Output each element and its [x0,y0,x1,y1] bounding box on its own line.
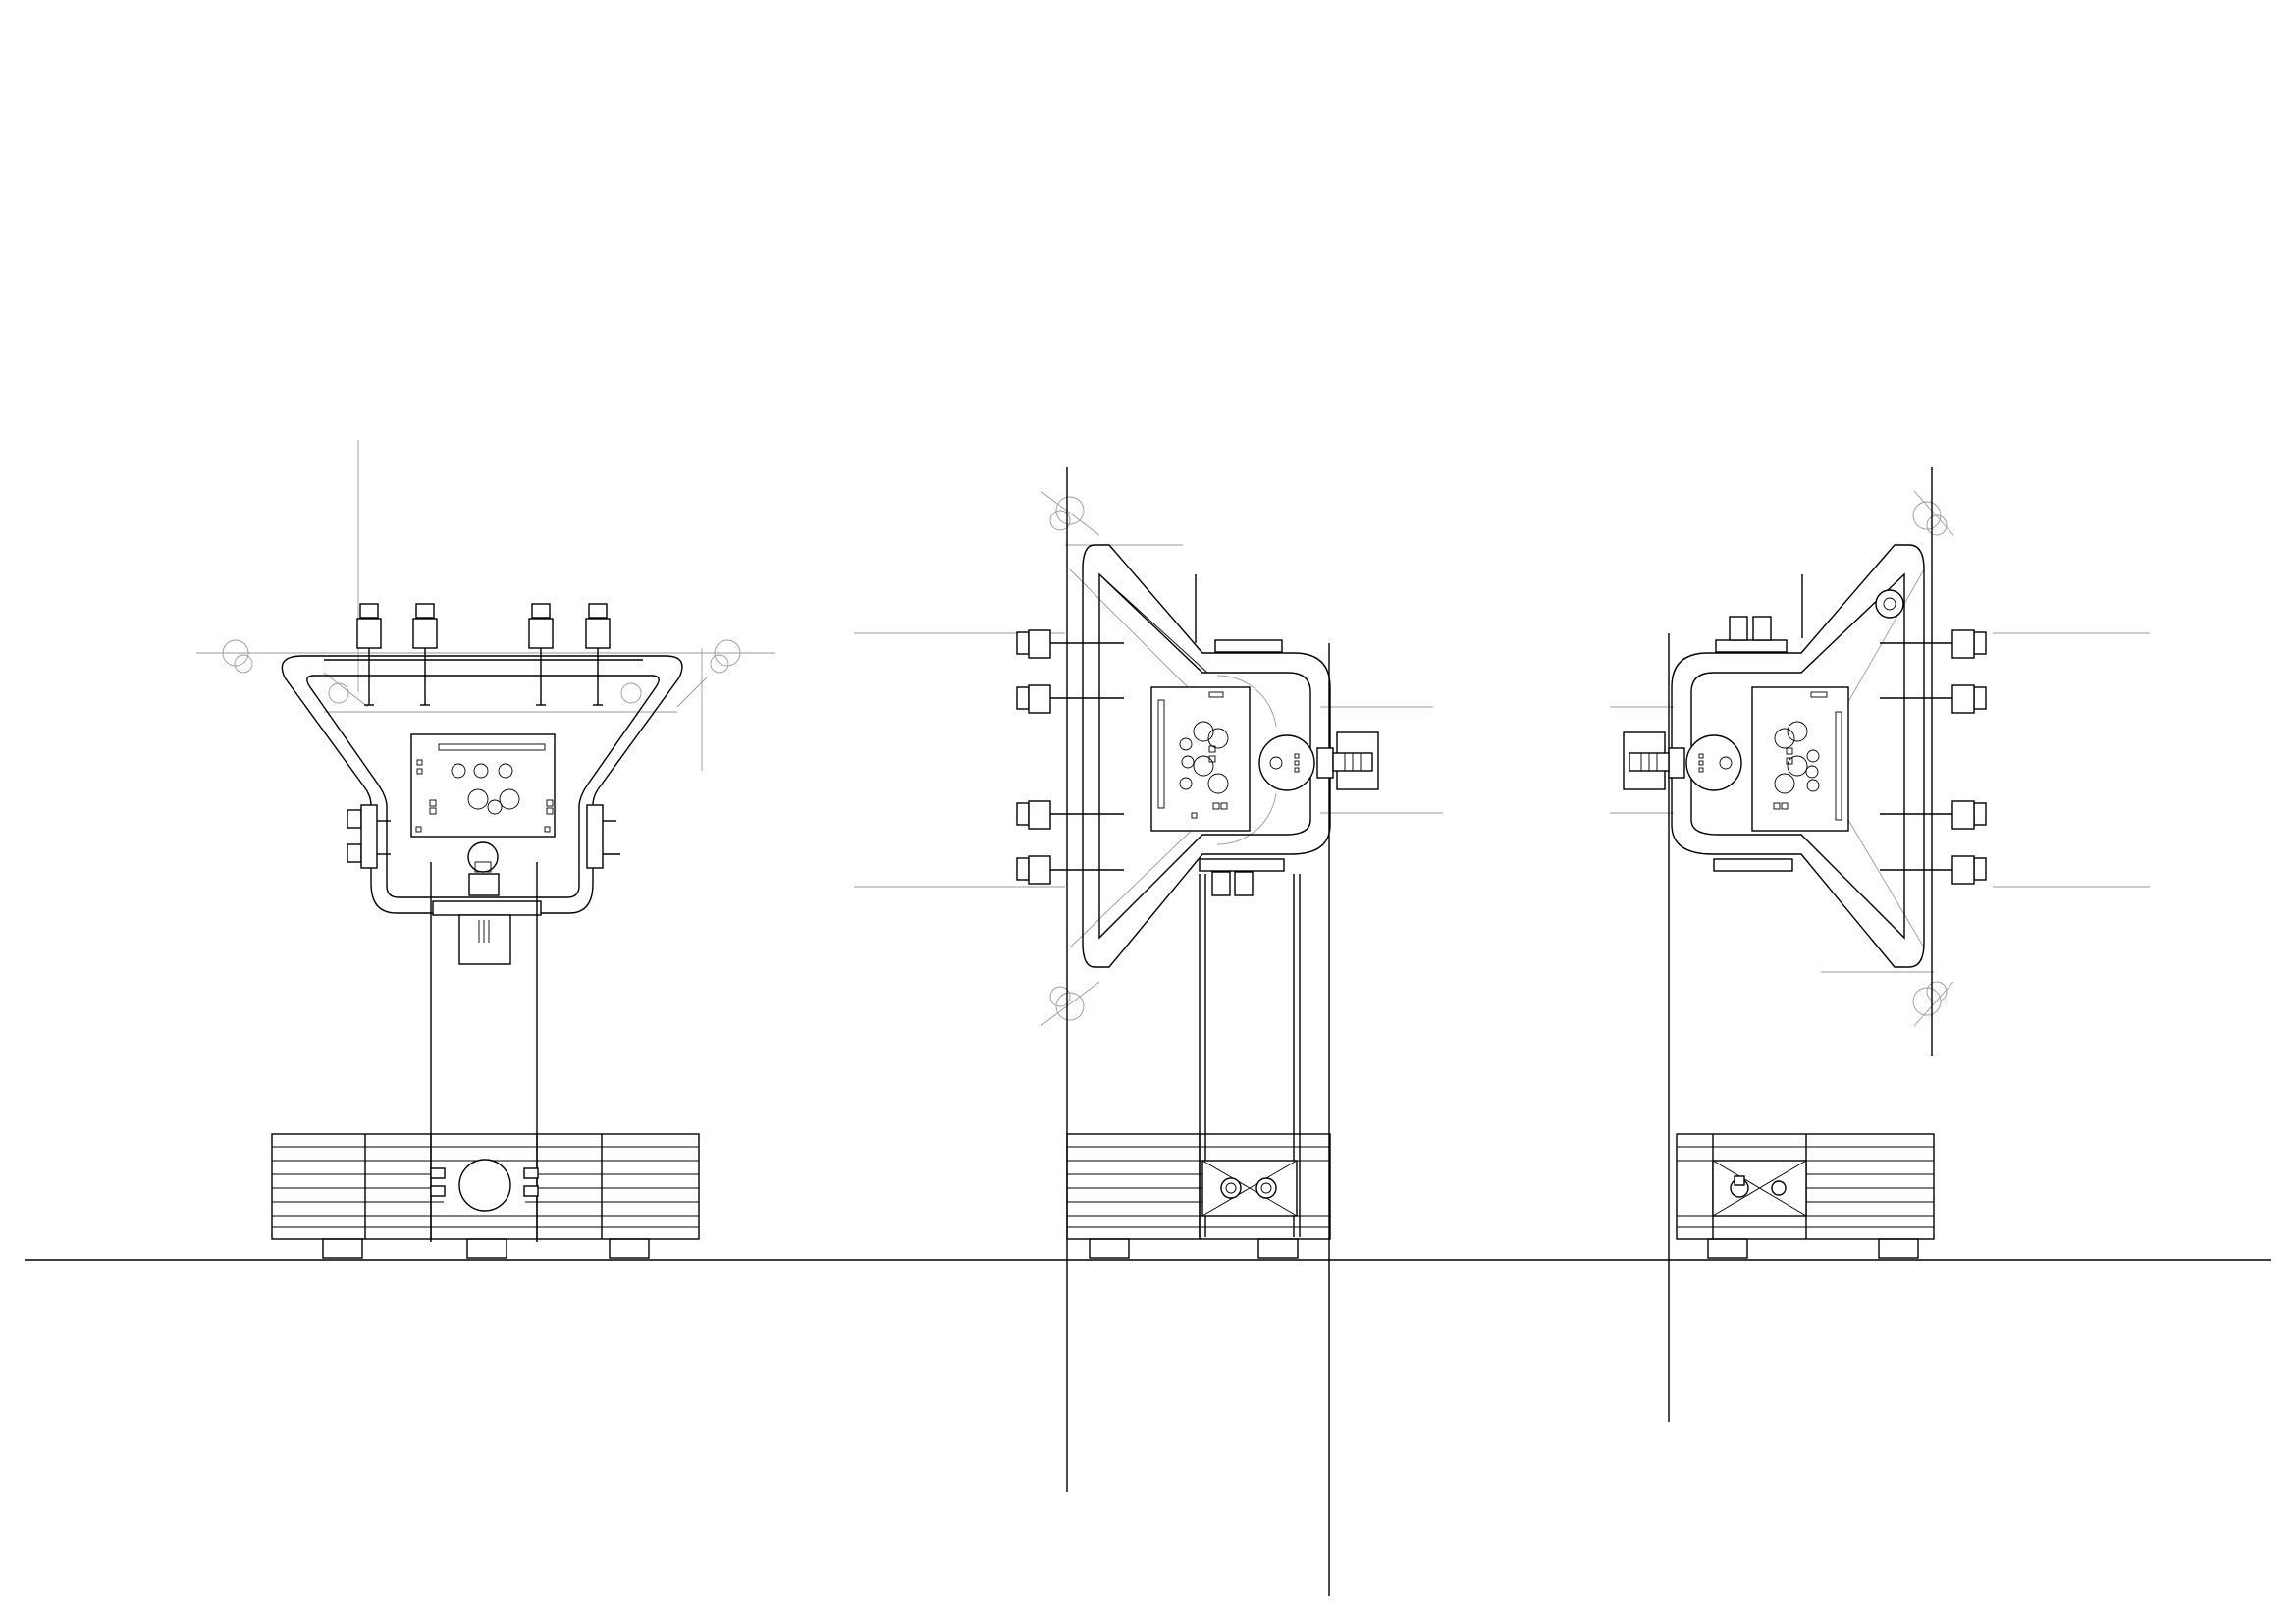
right-base-cabinet [1676,1133,1935,1259]
right-adjuster-knobs [1880,629,1987,885]
front-y-frame-inner [306,675,660,898]
front-elevation-view [196,440,775,1259]
left-side-elevation-view [854,467,1443,1596]
right-side-elevation-view [1610,467,2150,1422]
left-bowtie-frame-inner [1098,572,1311,940]
left-base-cabinet [1066,1133,1331,1259]
front-top-adjusters [324,603,643,706]
front-side-handles [347,804,620,869]
left-clamps [1199,639,1285,896]
right-clamps [1713,589,1904,872]
front-control-panel [410,733,556,838]
front-y-frame [281,655,683,914]
front-guide-lines [196,440,775,771]
right-bowtie-frame [1671,544,1925,968]
front-base-cabinet [271,1133,700,1259]
right-dial-assembly [1623,731,1742,791]
right-bowtie-frame-inner [1690,572,1905,940]
front-bottom-dial [432,841,542,965]
right-control-panel [1751,686,1849,832]
right-guide-lines [1610,490,2150,1027]
left-control-panel [1150,686,1251,832]
left-guide-lines [854,490,1443,1027]
left-dial-assembly [1258,731,1379,791]
left-adjuster-knobs [1016,629,1124,885]
left-bowtie-frame [1082,544,1331,968]
